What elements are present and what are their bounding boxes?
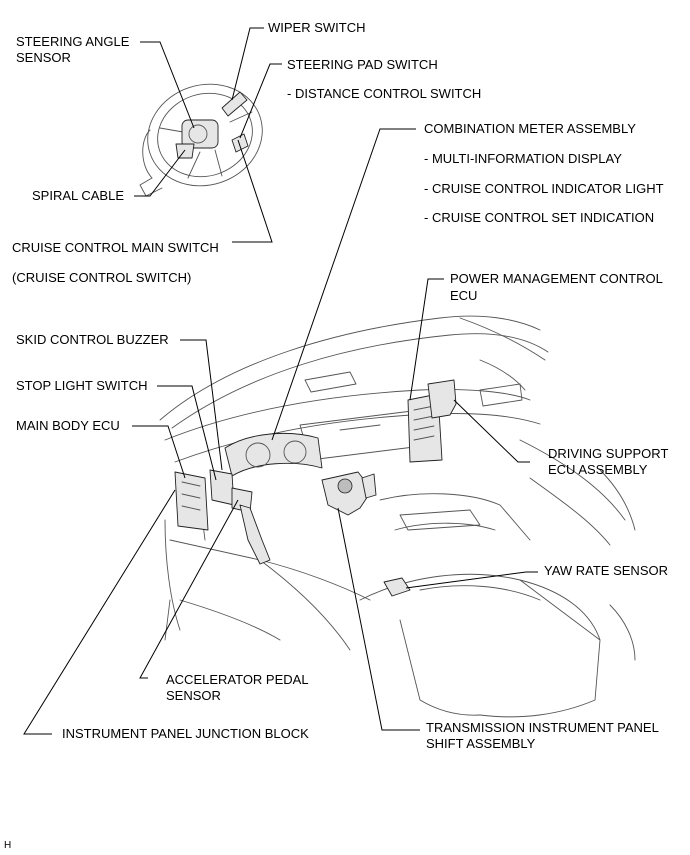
label-accelerator-pedal-sensor-line2: SENSOR: [166, 688, 221, 703]
label-cruise-set-indication: - CRUISE CONTROL SET INDICATION: [424, 210, 655, 225]
label-instrument-panel-junction-block: INSTRUMENT PANEL JUNCTION BLOCK: [62, 726, 309, 741]
label-yaw-rate-sensor: YAW RATE SENSOR: [544, 563, 668, 578]
label-cruise-control-switch: (CRUISE CONTROL SWITCH): [12, 270, 192, 285]
label-stop-light-switch: STOP LIGHT SWITCH: [16, 378, 148, 393]
corner-code: H: [4, 840, 12, 851]
label-power-management-ecu-line2: ECU: [450, 288, 478, 303]
steering-wheel-illustration: [139, 83, 263, 197]
label-cruise-indicator-light: - CRUISE CONTROL INDICATOR LIGHT: [424, 181, 664, 196]
label-main-body-ecu: MAIN BODY ECU: [16, 418, 120, 433]
dashboard-illustration: [159, 315, 636, 718]
label-shift-assembly-line2: SHIFT ASSEMBLY: [426, 736, 536, 751]
label-combination-meter: COMBINATION METER ASSEMBLY: [424, 121, 636, 136]
label-wiper-switch: WIPER SWITCH: [268, 20, 366, 35]
label-cruise-main-switch: CRUISE CONTROL MAIN SWITCH: [12, 240, 219, 255]
label-accelerator-pedal-sensor-line1: ACCELERATOR PEDAL: [166, 672, 309, 687]
label-driving-support-ecu-line2: ECU ASSEMBLY: [548, 462, 648, 477]
label-steering-pad-switch: STEERING PAD SWITCH: [287, 57, 438, 72]
label-distance-control-switch: - DISTANCE CONTROL SWITCH: [287, 86, 482, 101]
label-skid-control-buzzer: SKID CONTROL BUZZER: [16, 332, 169, 347]
leader-lines: [23, 27, 538, 735]
label-steering-angle-sensor-line1: STEERING ANGLE: [16, 34, 130, 49]
label-spiral-cable: SPIRAL CABLE: [32, 188, 125, 203]
label-steering-angle-sensor-line2: SENSOR: [16, 50, 71, 65]
label-shift-assembly-line1: TRANSMISSION INSTRUMENT PANEL: [426, 720, 659, 735]
label-power-management-ecu-line1: POWER MANAGEMENT CONTROL: [450, 271, 663, 286]
label-multi-information-display: - MULTI-INFORMATION DISPLAY: [424, 151, 622, 166]
label-driving-support-ecu-line1: DRIVING SUPPORT: [548, 446, 669, 461]
